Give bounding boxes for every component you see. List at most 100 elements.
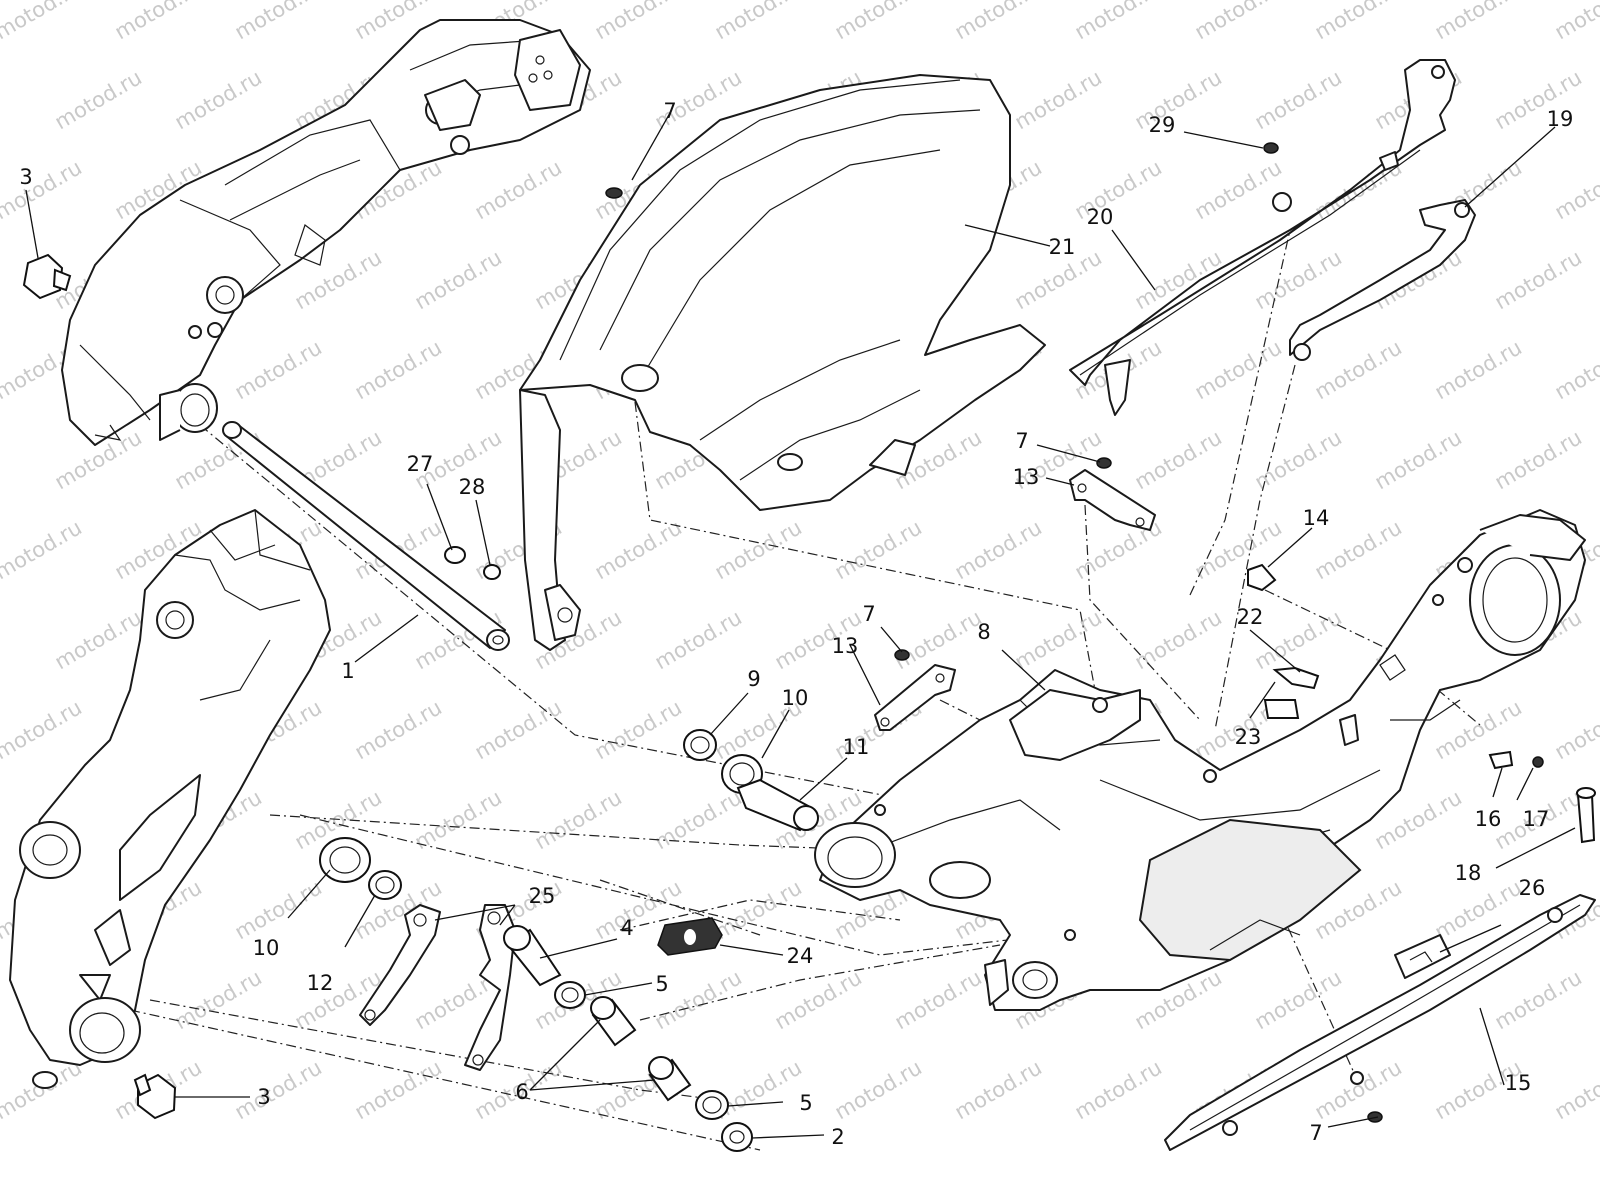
- watermark-text: motod.ru: [1431, 695, 1526, 764]
- callout-25: 25: [529, 884, 556, 908]
- watermark-text: motod.ru: [411, 785, 506, 854]
- callout-28: 28: [459, 475, 486, 499]
- callout-10: 10: [782, 686, 809, 710]
- watermark-text: motod.ru: [1191, 155, 1286, 224]
- watermark-text: motod.ru: [1251, 425, 1346, 494]
- watermark-text: motod.ru: [51, 605, 146, 674]
- watermark-text: motod.ru: [351, 1055, 446, 1124]
- callout-11: 11: [843, 735, 870, 759]
- watermark-text: motod.ru: [0, 695, 86, 764]
- watermark-text: motod.ru: [231, 875, 326, 944]
- callout-10: 10: [253, 936, 280, 960]
- callout-19: 19: [1547, 107, 1574, 131]
- watermark-text: motod.ru: [1251, 605, 1346, 674]
- watermark-text: motod.ru: [1311, 0, 1406, 44]
- watermark-text: motod.ru: [231, 335, 326, 404]
- callout-8: 8: [977, 620, 990, 644]
- callout-24: 24: [787, 944, 814, 968]
- callout-3: 3: [19, 165, 32, 189]
- watermark-text: motod.ru: [351, 335, 446, 404]
- watermark-text: motod.ru: [831, 0, 926, 44]
- watermark-text: motod.ru: [831, 515, 926, 584]
- watermark-text: motod.ru: [591, 0, 686, 44]
- watermark-text: motod.ru: [771, 965, 866, 1034]
- callout-7: 7: [1309, 1121, 1322, 1145]
- watermark-text: motod.ru: [171, 965, 266, 1034]
- watermark-text: motod.ru: [891, 965, 986, 1034]
- callout-5: 5: [799, 1091, 812, 1115]
- callout-14: 14: [1303, 506, 1330, 530]
- watermark-text: motod.ru: [1191, 515, 1286, 584]
- watermark-text: motod.ru: [1431, 0, 1526, 44]
- watermark-text: motod.ru: [1191, 0, 1286, 44]
- watermark-text: motod.ru: [351, 695, 446, 764]
- callout-6: 6: [515, 1080, 528, 1104]
- callout-21: 21: [1049, 235, 1076, 259]
- watermark-text: motod.ru: [591, 515, 686, 584]
- callout-15: 15: [1505, 1071, 1532, 1095]
- watermark-text: motod.ru: [411, 245, 506, 314]
- watermark-text: motod.ru: [1191, 335, 1286, 404]
- watermark-text: motod.ru: [1251, 65, 1346, 134]
- watermark-text: motod.ru: [1011, 65, 1106, 134]
- watermark-text: motod.ru: [651, 605, 746, 674]
- watermark-text: motod.ru: [1071, 0, 1166, 44]
- watermark-text: motod.ru: [1131, 605, 1226, 674]
- watermark-text: motod.ru: [1071, 1055, 1166, 1124]
- watermark-text: motod.ru: [1491, 965, 1586, 1034]
- callout-13: 13: [1013, 465, 1040, 489]
- watermark-text: motod.ru: [1431, 335, 1526, 404]
- watermark-text: motod.ru: [1491, 245, 1586, 314]
- watermark-text: motod.ru: [111, 0, 206, 44]
- watermark-text: motod.ru: [471, 695, 566, 764]
- watermark-text: motod.ru: [0, 0, 86, 44]
- watermark-text: motod.ru: [711, 0, 806, 44]
- callout-27: 27: [407, 452, 434, 476]
- watermark-text: motod.ru: [951, 1055, 1046, 1124]
- swingarm: [815, 510, 1585, 1010]
- callout-2: 2: [831, 1125, 844, 1149]
- callout-18: 18: [1455, 861, 1482, 885]
- callout-5: 5: [655, 972, 668, 996]
- watermark-text: motod.ru: [231, 1055, 326, 1124]
- watermark-text: motod.ru: [831, 1055, 926, 1124]
- watermark-text: motod.ru: [951, 515, 1046, 584]
- callout-12: 12: [307, 971, 334, 995]
- watermark-text: motod.ru: [231, 0, 326, 44]
- watermark-text: motod.ru: [1131, 65, 1226, 134]
- watermark-text: motod.ru: [0, 155, 86, 224]
- watermark-text: motod.ru: [1071, 155, 1166, 224]
- watermark-text: motod.ru: [1131, 425, 1226, 494]
- callout-4: 4: [620, 916, 633, 940]
- watermark-text: motod.ru: [51, 65, 146, 134]
- callout-20: 20: [1087, 205, 1114, 229]
- watermark-text: motod.ru: [1551, 1055, 1600, 1124]
- callout-7: 7: [1015, 429, 1028, 453]
- callout-29: 29: [1149, 113, 1176, 137]
- watermark-text: motod.ru: [891, 605, 986, 674]
- watermark-text: motod.ru: [471, 155, 566, 224]
- callout-7: 7: [862, 602, 875, 626]
- lower-frame-plate: [10, 510, 330, 1088]
- watermark-text: motod.ru: [0, 1055, 86, 1124]
- watermark-text: motod.ru: [1371, 425, 1466, 494]
- callout-26: 26: [1519, 876, 1546, 900]
- callout-23: 23: [1235, 725, 1262, 749]
- callout-1: 1: [341, 659, 354, 683]
- callout-7: 7: [663, 99, 676, 123]
- watermark-text: motod.ru: [1551, 335, 1600, 404]
- callout-22: 22: [1237, 605, 1264, 629]
- watermark-text: motod.ru: [951, 0, 1046, 44]
- watermark-text: motod.ru: [1551, 695, 1600, 764]
- watermark-text: motod.ru: [1011, 605, 1106, 674]
- callout-16: 16: [1475, 807, 1502, 831]
- callout-9: 9: [747, 667, 760, 691]
- callout-17: 17: [1523, 807, 1550, 831]
- watermark-text: motod.ru: [1551, 155, 1600, 224]
- watermark-text: motod.ru: [171, 65, 266, 134]
- watermark-text: motod.ru: [531, 785, 626, 854]
- callout-3: 3: [257, 1085, 270, 1109]
- watermark-text: motod.ru: [1311, 335, 1406, 404]
